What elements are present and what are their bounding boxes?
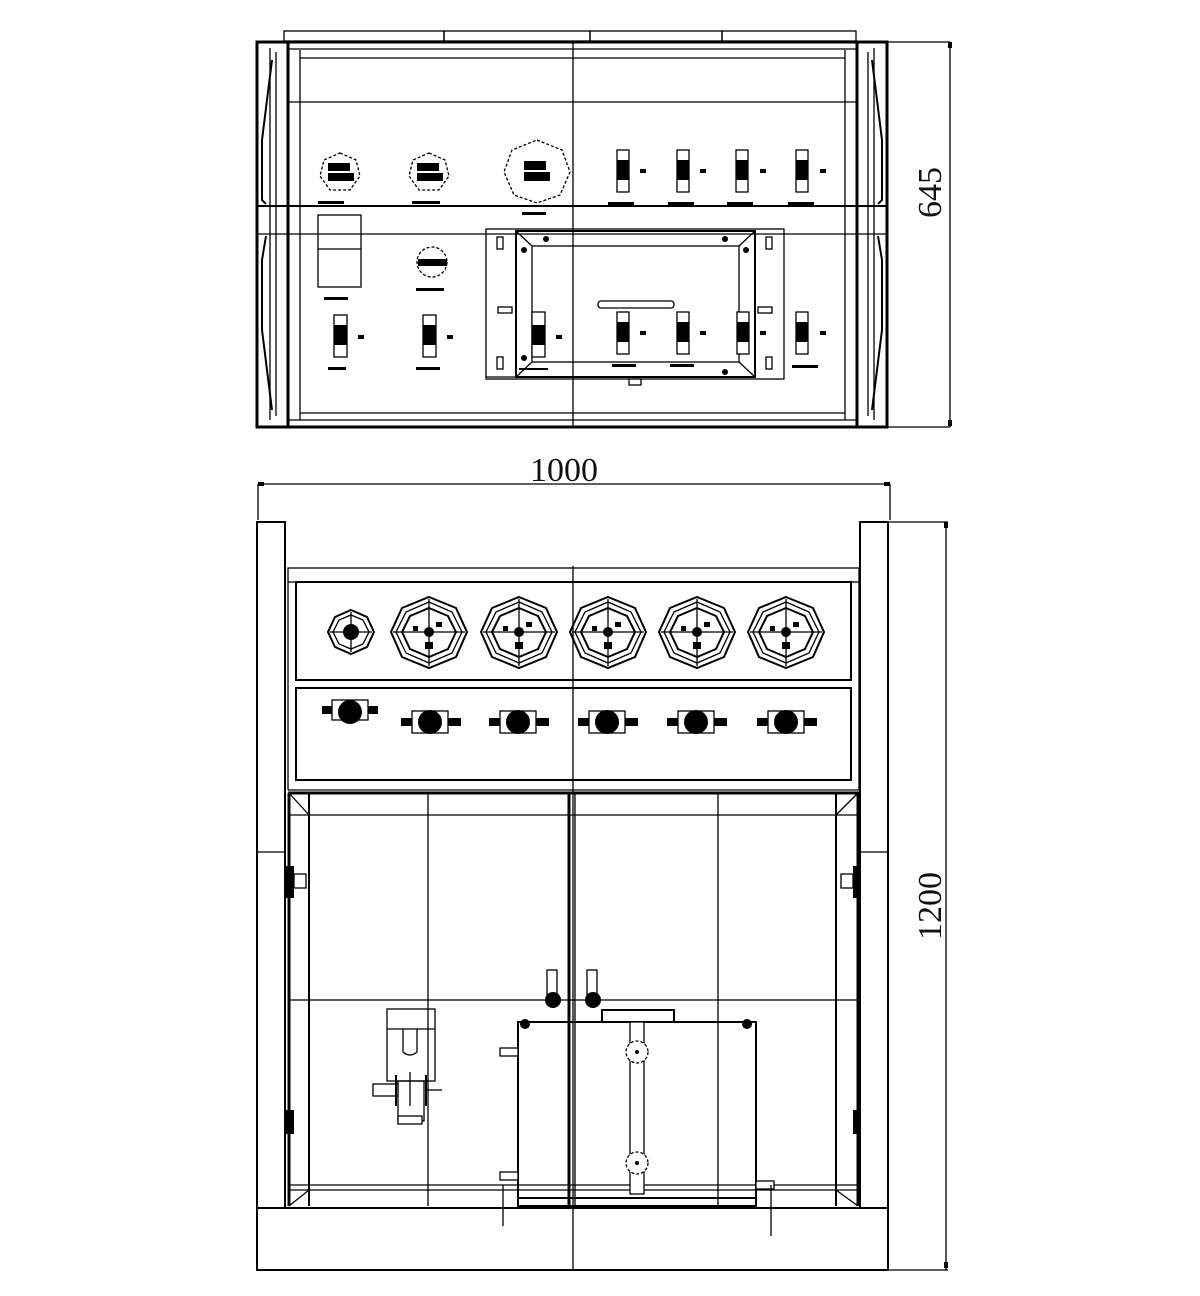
- valve-icon: [788, 149, 826, 205]
- needle-valve-icon: [489, 710, 549, 734]
- gauge-large-icon: [657, 595, 737, 670]
- valve-icon: [727, 149, 766, 205]
- gauge-large-icon: [568, 595, 648, 670]
- needle-valve-icon: [578, 710, 638, 734]
- gauge-large-icon: [746, 595, 826, 670]
- valve-icon: [668, 149, 706, 205]
- gauge-large-icon: [479, 595, 559, 670]
- top-view: [255, 30, 952, 429]
- display-box-icon: [317, 214, 362, 300]
- gauge-icon: [503, 139, 571, 215]
- gauge-small-icon: [326, 608, 376, 656]
- valve-icon: [608, 149, 646, 205]
- dimension-1000: [257, 482, 891, 520]
- dimension-1200: [888, 521, 948, 1271]
- valve-icon: [616, 311, 646, 355]
- dimension-645: [887, 41, 952, 428]
- needle-valve-icon: [667, 710, 727, 734]
- dimension-depth-label: 645: [912, 167, 949, 218]
- valve-icon: [416, 314, 453, 370]
- needle-valve-icon: [757, 710, 817, 734]
- gauge-icon: [408, 152, 450, 204]
- door-handle-icon: [545, 969, 561, 1008]
- valve-icon: [676, 311, 706, 355]
- level-gauge-icon: [625, 1021, 649, 1195]
- door-handle-icon: [585, 969, 601, 1008]
- dimension-height-label: 1200: [912, 872, 949, 940]
- gauge-icon: [318, 152, 361, 204]
- dimension-width-label: 1000: [530, 452, 598, 489]
- window-frame: [485, 228, 818, 386]
- cabinet-doors: [286, 791, 861, 1207]
- front-view: [256, 521, 948, 1271]
- valve-icon: [328, 314, 364, 370]
- valve-icon: [531, 311, 562, 358]
- solenoid-valve-icon: [372, 1008, 442, 1125]
- gauge-large-icon: [389, 595, 469, 670]
- needle-valve-icon: [322, 699, 378, 724]
- needle-valve-icon: [401, 710, 461, 734]
- indicator-icon: [416, 246, 448, 291]
- valve-icon: [736, 311, 766, 355]
- valve-icon: [795, 311, 826, 355]
